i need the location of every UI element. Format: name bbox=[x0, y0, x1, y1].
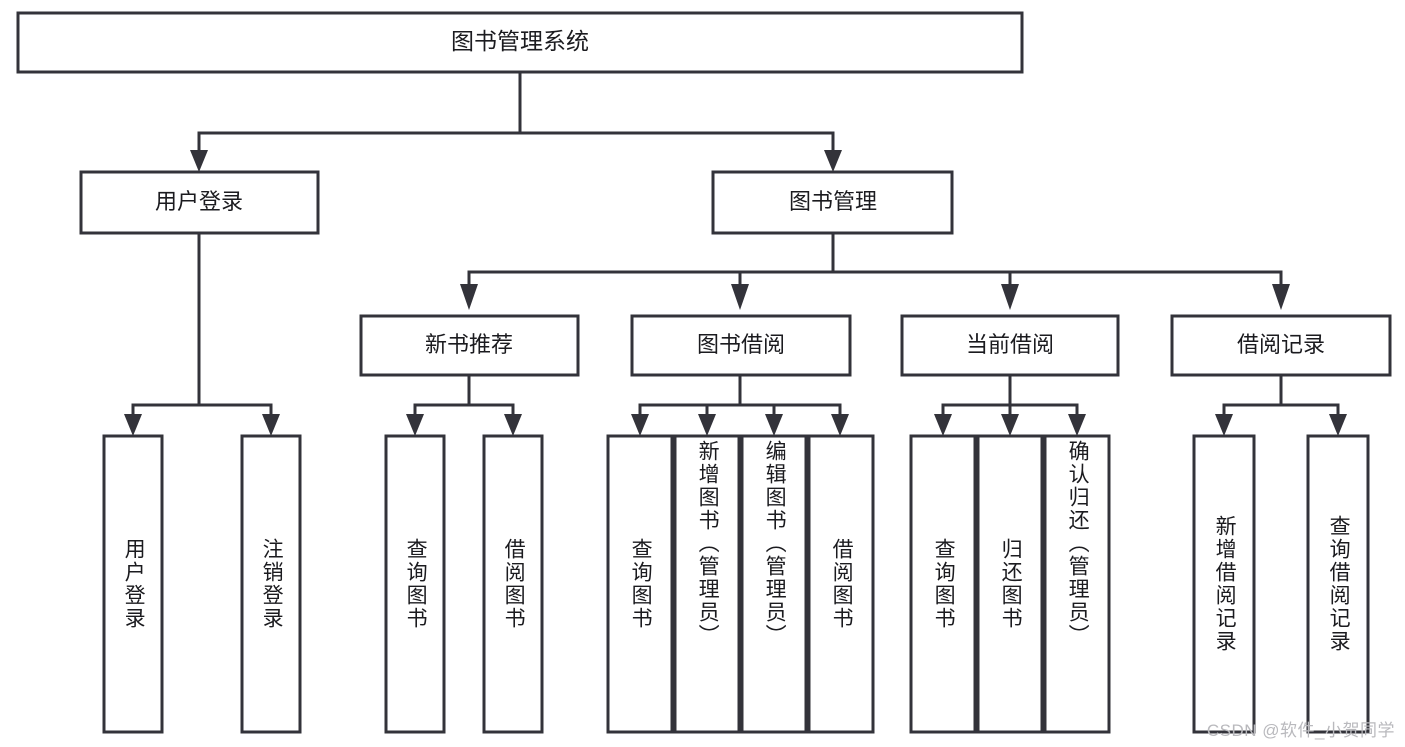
connector-current-to-leaves bbox=[934, 373, 1086, 436]
node-book-borrow-label: 图书借阅 bbox=[697, 332, 785, 357]
node-new-book-recommend[interactable]: 新书推荐 bbox=[359, 314, 580, 377]
node-root-label: 图书管理系统 bbox=[451, 28, 589, 54]
connector-records-to-leaves bbox=[1215, 373, 1347, 436]
node-root[interactable]: 图书管理系统 bbox=[16, 11, 1024, 74]
node-current-borrow-label: 当前借阅 bbox=[966, 332, 1054, 357]
node-new-book-recommend-label: 新书推荐 bbox=[425, 332, 513, 357]
node-current-borrow[interactable]: 当前借阅 bbox=[900, 314, 1120, 377]
leaf-box-newbook-query[interactable] bbox=[384, 434, 446, 734]
leaf-box-borrow-edit[interactable] bbox=[740, 434, 808, 734]
connector-bookmgmt-to-level3 bbox=[460, 231, 1290, 310]
connector-borrow-to-leaves bbox=[631, 373, 849, 436]
connector-newbook-to-leaves bbox=[406, 373, 522, 436]
leaf-box-newbook-borrow[interactable] bbox=[482, 434, 544, 734]
connector-root-to-level2 bbox=[190, 70, 842, 172]
node-book-management[interactable]: 图书管理 bbox=[711, 170, 954, 235]
leaf-box-borrow-borrow[interactable] bbox=[807, 434, 875, 734]
connector-userlogin-to-leaves bbox=[124, 231, 280, 436]
node-book-borrow[interactable]: 图书借阅 bbox=[630, 314, 852, 377]
leaf-box-record-query[interactable] bbox=[1306, 434, 1370, 734]
leaf-box-borrow-query[interactable] bbox=[606, 434, 674, 734]
node-borrow-records[interactable]: 借阅记录 bbox=[1170, 314, 1392, 377]
leaf-box-user-login-login[interactable] bbox=[102, 434, 164, 734]
node-user-login[interactable]: 用户登录 bbox=[79, 170, 320, 235]
node-user-login-label: 用户登录 bbox=[155, 189, 243, 214]
node-borrow-records-label: 借阅记录 bbox=[1237, 332, 1325, 357]
leaf-box-borrow-add[interactable] bbox=[673, 434, 741, 734]
leaf-box-current-query[interactable] bbox=[909, 434, 977, 734]
leaf-box-user-login-logout[interactable] bbox=[240, 434, 302, 734]
leaf-box-current-return[interactable] bbox=[976, 434, 1044, 734]
node-book-management-label: 图书管理 bbox=[789, 189, 877, 214]
leaf-box-current-confirm[interactable] bbox=[1043, 434, 1111, 734]
leaf-box-record-add[interactable] bbox=[1192, 434, 1256, 734]
